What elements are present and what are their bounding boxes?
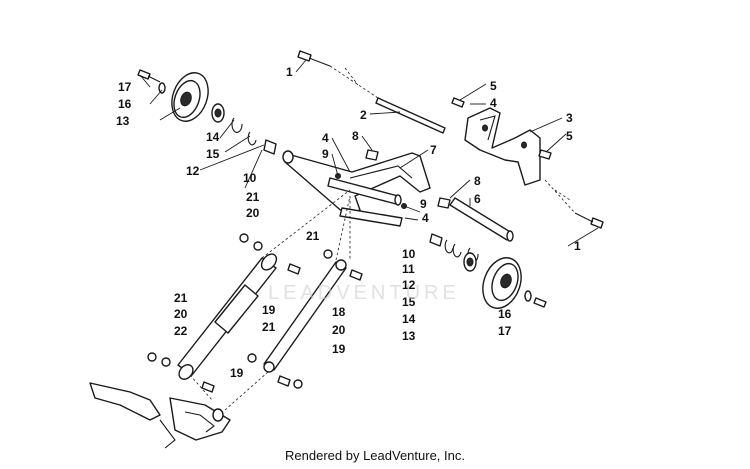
shock-absorber-22 [177, 253, 278, 380]
callout-3: 3 [566, 111, 573, 125]
rail-mount-bracket-3 [464, 107, 541, 186]
callout-5-lower: 5 [566, 129, 573, 143]
bushing-8-right [437, 197, 451, 209]
upper-left-washer-16 [158, 82, 166, 94]
shock-top-spacer-20 [253, 241, 263, 251]
link-bottom-bolt-19 [277, 375, 291, 387]
upper-bolt-1 [297, 50, 331, 67]
shock-bottom-bolt-19 [201, 381, 215, 393]
callout-17-right: 17 [498, 324, 512, 338]
callout-4-mid: 4 [322, 131, 329, 145]
callout-9-upper: 9 [322, 147, 329, 161]
callout-1-lower: 1 [574, 239, 581, 253]
callout-10-right: 10 [402, 247, 416, 261]
callout-16-right: 16 [498, 307, 512, 321]
callout-7: 7 [430, 143, 437, 157]
callout-14-left: 14 [206, 130, 220, 144]
shock-top-bushing-21 [239, 233, 249, 243]
callout-16-left: 16 [118, 97, 132, 111]
link-top-bushing-21 [323, 249, 333, 259]
right-spacer-12 [452, 243, 462, 258]
callout-8-lower: 8 [474, 174, 481, 188]
upper-left-bushing-10 [263, 139, 277, 155]
right-washer-16 [524, 290, 532, 302]
upper-left-spacer-12 [247, 131, 257, 146]
callout-4-lower: 4 [422, 211, 429, 225]
front-arm-7 [282, 150, 431, 215]
lower-right-idler-wheel [482, 257, 522, 309]
callout-11: 11 [402, 262, 415, 276]
upper-left-bearing-14 [211, 103, 225, 123]
lower-axle-6 [449, 197, 514, 242]
callout-14-right: 14 [402, 312, 416, 326]
callout-22: 22 [174, 324, 188, 338]
upper-left-snap-ring-15 [231, 117, 243, 133]
callout-15-right: 15 [402, 295, 416, 309]
lower-bolt-1 [574, 212, 604, 229]
callout-12-left: 12 [186, 164, 200, 178]
callout-21-link-top: 21 [306, 229, 320, 243]
callout-4-upper: 4 [490, 96, 497, 110]
callout-17-left: 17 [118, 80, 132, 94]
callout-15-left: 15 [206, 147, 220, 161]
shock-bottom-spacer-20 [161, 357, 171, 367]
callout-21-shock-top: 21 [246, 190, 260, 204]
callout-20-shock-top: 20 [246, 206, 260, 220]
right-bushing-10 [429, 233, 443, 247]
leader-lines [139, 59, 599, 247]
pivot-shaft-upper [327, 177, 402, 206]
callout-19-shock-bottom: 19 [230, 366, 244, 380]
watermark-text: LEADVENTURE [268, 282, 460, 304]
upper-left-bolt-17 [137, 69, 161, 83]
callout-19-shock-top: 19 [262, 303, 276, 317]
callout-20-link: 20 [332, 323, 346, 337]
upper-axle-2 [375, 97, 446, 134]
upper-left-idler-wheel [171, 72, 209, 122]
bracket-nut-5 [538, 149, 552, 160]
link-top-bolt-19 [349, 269, 363, 281]
callout-6: 6 [474, 192, 481, 206]
callout-5-upper: 5 [490, 79, 497, 93]
callout-10-left: 10 [243, 171, 257, 185]
link-bottom-spacer-20 [293, 379, 303, 389]
callout-20-shock-bottom: 20 [174, 307, 188, 321]
callout-1-upper: 1 [286, 65, 293, 79]
callout-13-left: 13 [116, 114, 130, 128]
bracket-bolt-5 [451, 97, 465, 108]
callout-labels: 1 1 2 3 4 4 4 5 5 6 7 8 8 9 9 10 10 11 1… [116, 65, 581, 380]
link-arm-18 [263, 259, 347, 373]
right-spacer-11 [444, 239, 454, 254]
callout-21-link-bottom: 21 [262, 320, 276, 334]
pivot-shaft-lower [339, 207, 403, 227]
callout-8-upper: 8 [352, 129, 359, 143]
callout-9-lower: 9 [420, 197, 427, 211]
shock-top-bolt-19 [287, 263, 301, 275]
callout-12-right: 12 [402, 278, 416, 292]
callout-21-shock-bottom: 21 [174, 291, 188, 305]
callout-2: 2 [360, 108, 367, 122]
right-bolt-17 [533, 297, 547, 308]
right-bearing-14 [463, 252, 477, 272]
link-bottom-bushing-21 [247, 353, 257, 363]
callout-19-link: 19 [332, 342, 346, 356]
callout-13-right: 13 [402, 329, 416, 343]
footer-credit: Rendered by LeadVenture, Inc. [285, 448, 465, 463]
bushing-8-left [365, 149, 379, 161]
rail-frame-reference [89, 382, 231, 449]
shock-bottom-bushing-21 [147, 352, 157, 362]
callout-18: 18 [332, 305, 346, 319]
